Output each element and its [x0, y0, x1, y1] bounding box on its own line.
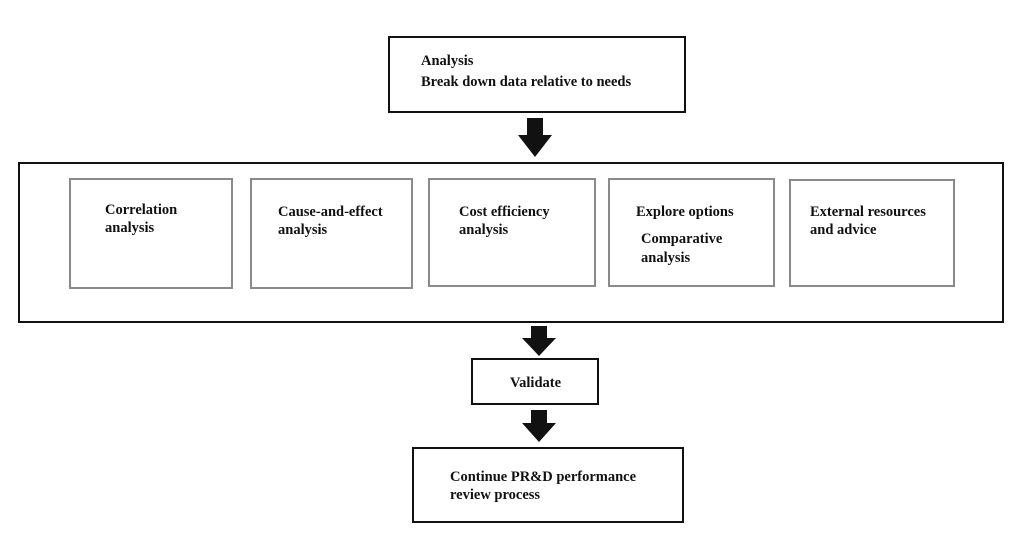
method-box-external-resources: External resources and advice: [789, 179, 955, 287]
arrow-down-icon: [518, 118, 552, 158]
method-line: analysis: [278, 222, 328, 238]
method-line: Correlation: [105, 202, 178, 218]
analysis-title: Analysis: [421, 53, 474, 69]
analysis-subtitle: Break down data relative to needs: [421, 74, 632, 90]
continue-review-box: Continue PR&D performance review process: [412, 447, 684, 523]
arrow-down-icon: [522, 410, 556, 444]
method-line: and advice: [810, 222, 877, 238]
method-line: analysis: [105, 220, 155, 236]
method-box-cost-efficiency: Cost efficiency analysis: [428, 178, 596, 287]
method-line: Cause-and-effect: [278, 204, 383, 220]
analysis-box: Analysis Break down data relative to nee…: [388, 36, 686, 113]
method-line: External resources: [810, 204, 926, 220]
method-box-explore-options: Explore options Comparative analysis: [608, 178, 775, 287]
method-line: analysis: [641, 250, 691, 266]
continue-line: review process: [450, 487, 541, 503]
method-line: analysis: [459, 222, 509, 238]
method-line: Comparative: [641, 231, 723, 247]
validate-box: Validate: [471, 358, 599, 405]
method-box-cause-and-effect: Cause-and-effect analysis: [250, 178, 413, 289]
method-line: Cost efficiency: [459, 204, 550, 220]
method-box-correlation: Correlation analysis: [69, 178, 233, 289]
arrow-down-icon: [522, 326, 556, 358]
continue-line: Continue PR&D performance: [450, 469, 637, 485]
method-line: Explore options: [636, 204, 734, 220]
validate-label: Validate: [510, 375, 562, 391]
